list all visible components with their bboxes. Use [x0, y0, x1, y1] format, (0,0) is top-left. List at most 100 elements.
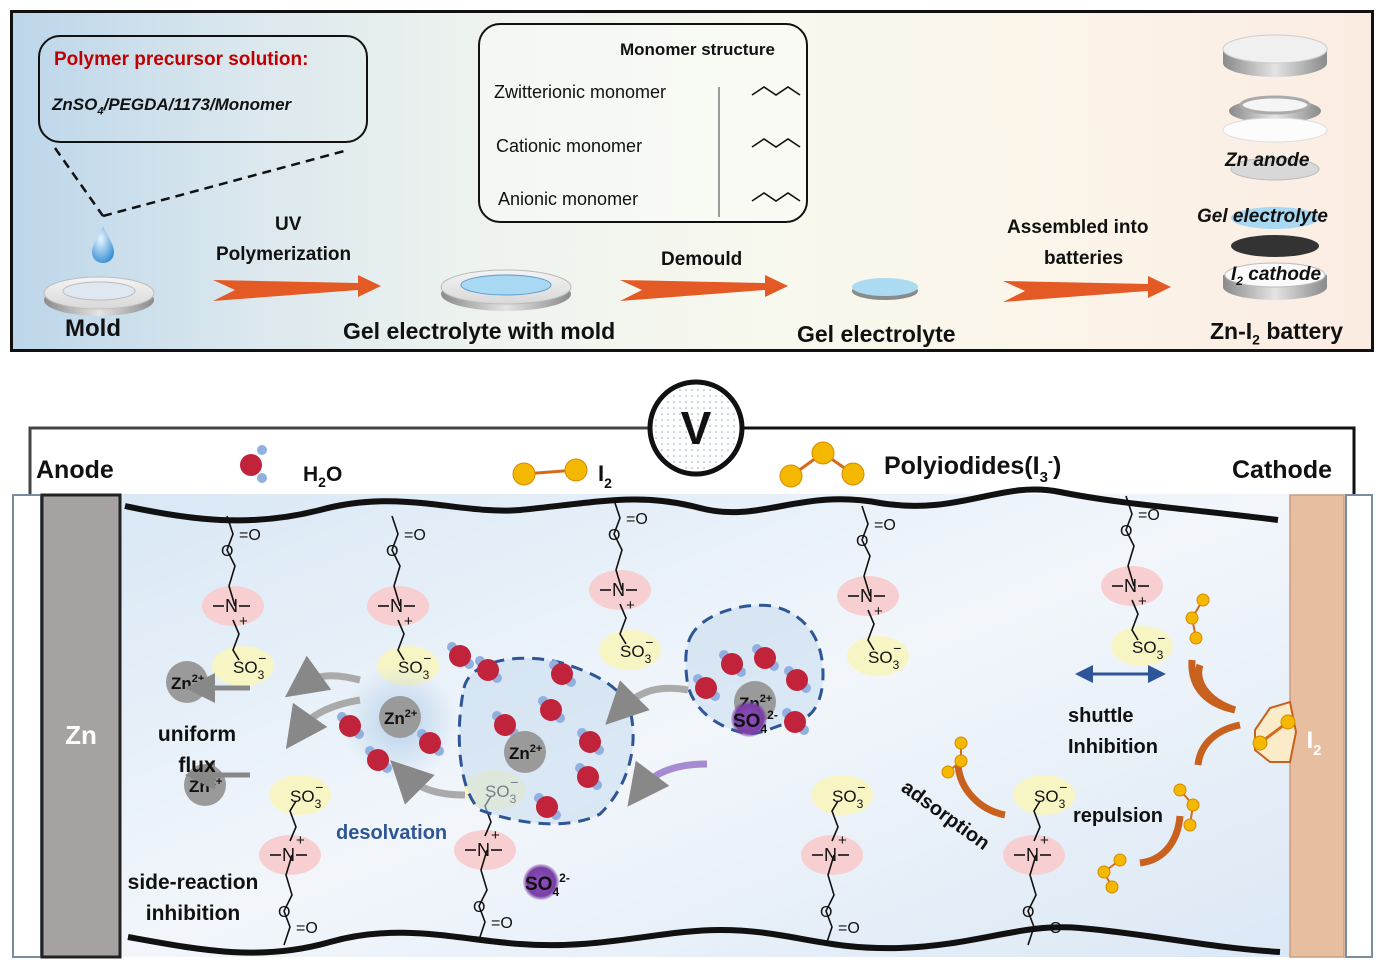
svg-text:=O: =O — [626, 511, 648, 528]
svg-text:SO3−: SO3− — [233, 650, 266, 682]
zwitterion-chain: =OON+SO3− — [801, 775, 873, 946]
water-molecule — [447, 642, 474, 669]
svg-text:Polyiodides(I3-): Polyiodides(I3-) — [884, 452, 1061, 486]
svg-text:N: N — [824, 845, 837, 865]
polymer-backbone-bottom — [127, 924, 1281, 956]
svg-text:O: O — [473, 899, 485, 916]
external-circuit-wire — [28, 426, 650, 495]
repulsion-label: repulsion — [1073, 805, 1163, 827]
flux-label: flux — [178, 754, 216, 777]
label-zn-anode: Zn anode — [1225, 150, 1310, 171]
gel-with-mold-icon — [440, 269, 572, 311]
label-uv: UV — [275, 214, 302, 235]
water-molecule — [784, 666, 811, 693]
water-molecule — [475, 656, 502, 683]
svg-text:=O: =O — [296, 920, 318, 937]
water-molecule — [492, 711, 519, 738]
legend-polyiodide-text: Polyiodides(I — [884, 452, 1040, 480]
monomer-row-cationic: Cationic monomer — [496, 136, 643, 156]
desolvation-label: desolvation — [336, 822, 447, 844]
svg-text:SO3−: SO3− — [1132, 630, 1165, 662]
zwitterion-chain: =OON+SO3− — [1003, 775, 1075, 946]
svg-text:+: + — [491, 827, 500, 844]
zwitterion-chain: =OON+SO3− — [589, 499, 661, 670]
label-assembled: Assembled into — [1007, 217, 1149, 238]
voltmeter-label: V — [681, 402, 712, 454]
voltmeter-icon: V — [647, 379, 745, 477]
cationic-structure — [751, 138, 801, 148]
svg-text:Zn2+: Zn2+ — [509, 743, 542, 763]
svg-text:SO42-: SO42- — [733, 708, 778, 736]
svg-text:Zn2+: Zn2+ — [384, 708, 417, 728]
water-molecule — [782, 708, 809, 735]
shuttle-inhibition-label: Inhibition — [1068, 736, 1158, 758]
svg-text:I2: I2 — [598, 461, 612, 491]
label-demould: Demould — [661, 249, 743, 270]
precursor-formula: ZnSO4/PEGDA/1173/Monomer — [52, 95, 292, 118]
svg-text:H2O: H2O — [303, 463, 342, 490]
precursor-title: Polymer precursor solution: — [54, 49, 309, 70]
zwitterion-chain: =OON+SO3− — [259, 775, 331, 946]
polyiodide-molecule — [1173, 783, 1200, 832]
svg-text:N: N — [1026, 845, 1039, 865]
water-molecule — [417, 729, 444, 756]
water-molecule — [752, 644, 779, 671]
i2-electrode — [1289, 494, 1345, 958]
svg-text:=O: =O — [838, 920, 860, 937]
water-molecule — [337, 712, 364, 739]
monomer-structures — [751, 86, 801, 202]
gel-disk-icon — [852, 278, 918, 300]
droplet-icon — [92, 226, 114, 263]
svg-text:SO3−: SO3− — [1034, 779, 1067, 811]
polyiodide-molecule — [1185, 593, 1210, 645]
svg-text:O: O — [1022, 904, 1034, 921]
legend-water: H2O — [240, 445, 342, 490]
i2-crystal-icon — [1252, 700, 1298, 763]
svg-text:=O: =O — [239, 527, 261, 544]
svg-text:SO3−: SO3− — [620, 634, 653, 666]
svg-text:+: + — [296, 832, 305, 849]
water-molecule — [575, 763, 602, 790]
polyiodide-molecule — [941, 736, 968, 779]
svg-text:O: O — [1120, 523, 1132, 540]
zn-ion: Zn2+ — [379, 696, 421, 738]
svg-text:N: N — [282, 845, 295, 865]
water-molecules — [337, 642, 811, 820]
svg-text:+: + — [838, 832, 847, 849]
cathode-label: Cathode — [1232, 456, 1332, 484]
zwitterion-chain: =OON+SO3− — [202, 515, 274, 686]
uniform-label: uniform — [158, 723, 236, 746]
shuttle-label: shuttle — [1068, 705, 1134, 727]
polyiodide-molecule — [1097, 853, 1127, 894]
zn-electrode-label: Zn — [65, 720, 97, 750]
label-zn-i2-battery: Zn-I2 battery — [1210, 318, 1344, 348]
monomer-structure-box: Monomer structure Zwitterionic monomer C… — [478, 23, 808, 223]
label-gel-with-mold: Gel electrolyte with mold — [343, 318, 616, 344]
zn-ion: Zn2+ — [504, 731, 546, 773]
label-i2-cathode: I2 cathode — [1231, 264, 1322, 288]
callout-dashed-lines — [53, 147, 349, 218]
svg-text:O: O — [221, 543, 233, 560]
precursor-callout: Polymer precursor solution: ZnSO4/PEGDA/… — [38, 35, 368, 143]
anionic-structure — [751, 192, 801, 202]
flux-arrows — [185, 655, 708, 807]
anode-label: Anode — [36, 456, 114, 484]
anode-collector — [12, 494, 42, 958]
svg-text:N: N — [1124, 576, 1137, 596]
assemble-arrow-icon — [1003, 276, 1171, 302]
external-circuit-wire-right — [742, 426, 1356, 495]
uv-arrow-icon — [213, 275, 381, 301]
demould-arrow-icon — [620, 275, 788, 301]
svg-text:SO3−: SO3− — [832, 779, 865, 811]
monomer-title: Monomer structure — [620, 40, 775, 59]
svg-text:O: O — [278, 904, 290, 921]
side-reaction-label: side-reaction — [128, 871, 259, 894]
legend-h2o-text: H — [303, 463, 318, 486]
svg-text:O: O — [608, 527, 620, 544]
legend-iodine: I2 — [512, 458, 612, 491]
water-molecule — [538, 696, 565, 723]
water-molecule — [534, 793, 561, 820]
water-molecule — [549, 660, 576, 687]
monomer-row-anionic: Anionic monomer — [498, 189, 639, 209]
monomer-divider — [718, 87, 720, 217]
